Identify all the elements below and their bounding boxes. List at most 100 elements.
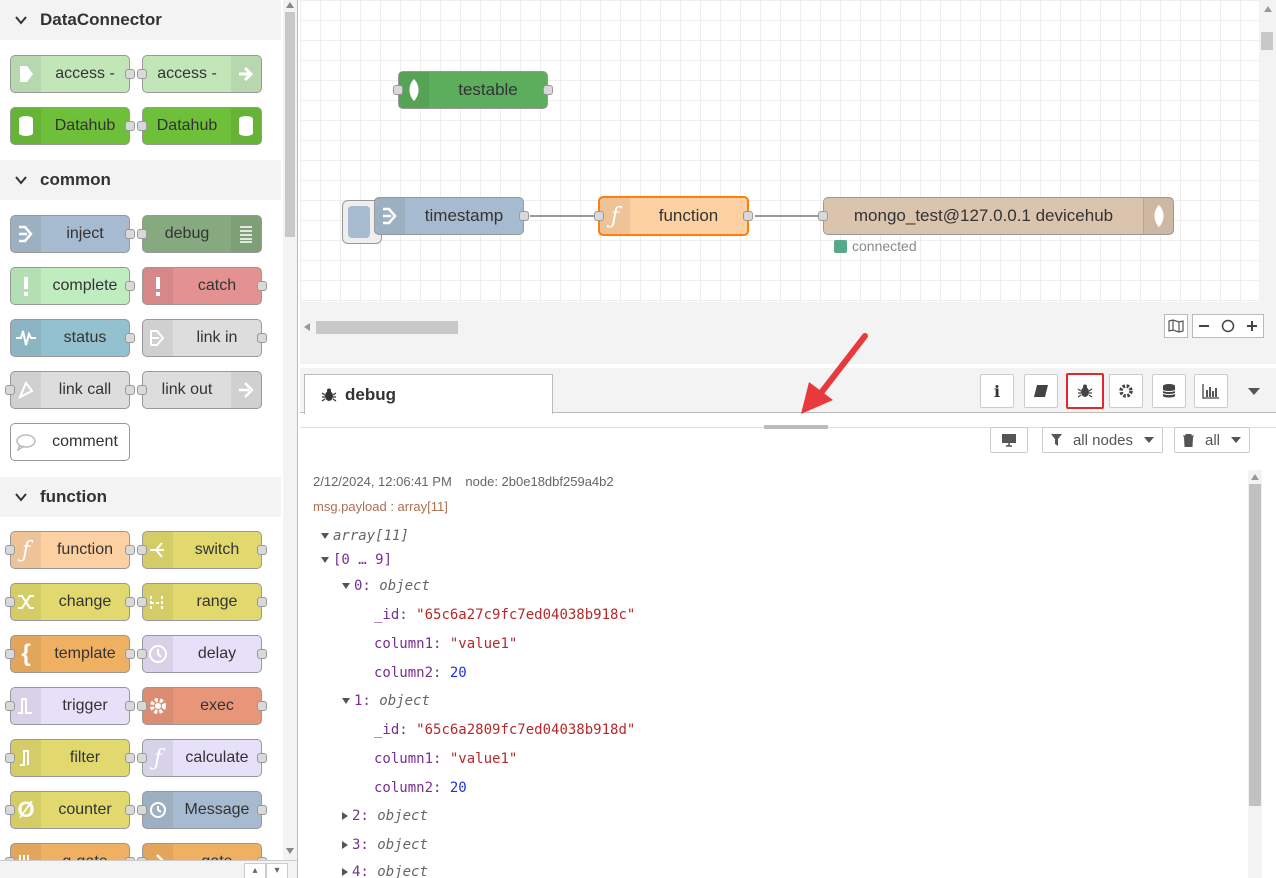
database-icon	[11, 108, 41, 144]
tree-item-2[interactable]: 2: object	[342, 808, 428, 824]
palette-node-link-out[interactable]: link out	[137, 371, 262, 409]
palette-node-calculate[interactable]: ƒ calculate	[137, 739, 267, 777]
tree-root[interactable]: array[11]	[321, 528, 409, 544]
palette-node-exec[interactable]: exec	[137, 687, 267, 725]
range-icon	[143, 584, 173, 620]
workspace-vertical-scrollbar[interactable]	[1259, 0, 1276, 302]
category-header-common[interactable]: common	[0, 160, 281, 200]
context-data-icon[interactable]	[1152, 374, 1186, 408]
palette-node-switch[interactable]: switch	[137, 531, 267, 569]
filter-icon	[1051, 434, 1062, 446]
tree-item-3[interactable]: 3: object	[342, 837, 428, 853]
trigger-icon	[11, 688, 41, 724]
debug-tab-button[interactable]	[1066, 373, 1104, 409]
palette-node-change[interactable]: change	[5, 583, 135, 621]
arrow-in-icon	[11, 56, 41, 92]
tree-prop: _id: "65c6a27c9fc7ed04038b918c"	[374, 607, 636, 623]
flow-node-testable[interactable]: testable	[393, 71, 553, 109]
leaf-icon	[1143, 198, 1173, 234]
palette-node-trigger[interactable]: trigger	[5, 687, 135, 725]
node-status: connected	[834, 238, 917, 254]
info-icon[interactable]: i	[980, 374, 1014, 408]
book-icon[interactable]	[1024, 374, 1058, 408]
palette-scrollbar[interactable]	[283, 0, 297, 878]
chevron-down-icon	[15, 176, 27, 185]
palette-node-debug[interactable]: debug	[137, 215, 262, 253]
zoom-controls	[1192, 314, 1264, 338]
workspace-vscroll-thumb[interactable]	[1261, 32, 1273, 50]
tree-range[interactable]: [0 … 9]	[321, 552, 392, 568]
palette-node-inject[interactable]: inject	[10, 215, 135, 253]
zoom-reset-icon[interactable]	[1221, 319, 1235, 333]
arrow-in-icon	[375, 198, 405, 234]
message-node-link[interactable]: node: 2b0e18dbf259a4b2	[465, 474, 614, 489]
palette-node-message[interactable]: Message	[137, 791, 267, 829]
scroll-up-icon[interactable]	[1264, 6, 1272, 12]
palette-node-datahub-in[interactable]: Datahub	[10, 107, 135, 145]
palette-node-access-out[interactable]: access -	[137, 55, 262, 93]
flow-node-mongo[interactable]: mongo_test@127.0.0.1 devicehub	[818, 197, 1174, 235]
caret-down-icon	[1230, 437, 1241, 443]
database-icon	[231, 108, 261, 144]
function-icon: ƒ	[143, 740, 173, 776]
tree-item-4[interactable]: 4: object	[342, 864, 428, 878]
dashboard-chart-icon[interactable]	[1194, 374, 1228, 408]
palette-node-catch[interactable]: catch	[142, 267, 267, 305]
expand-right-icon	[342, 812, 348, 820]
category-header-dataconnector[interactable]: DataConnector	[0, 0, 281, 40]
expand-right-icon	[342, 868, 348, 876]
palette-node-datahub-out[interactable]: Datahub	[137, 107, 262, 145]
palette-node-access-in[interactable]: access -	[10, 55, 135, 93]
palette-node-filter[interactable]: filter	[5, 739, 135, 777]
flow-node-function[interactable]: ƒ function	[594, 196, 753, 236]
expand-all-icon[interactable]: ▾	[266, 863, 288, 878]
map-icon[interactable]	[1164, 314, 1188, 338]
arrow-in-icon	[11, 216, 41, 252]
workspace-hscroll-thumb[interactable]	[316, 321, 458, 334]
scroll-up-icon[interactable]	[1251, 474, 1259, 480]
wire[interactable]	[530, 215, 598, 217]
scroll-left-icon[interactable]	[304, 323, 310, 331]
zoom-out-icon[interactable]	[1198, 320, 1210, 332]
tree-item-1[interactable]: 1: object	[342, 693, 430, 709]
pulse-icon	[11, 320, 41, 356]
debug-scrollbar[interactable]	[1248, 470, 1262, 878]
timer-icon	[143, 636, 173, 672]
zoom-in-icon[interactable]	[1246, 320, 1258, 332]
palette-node-link-in[interactable]: link in	[142, 319, 267, 357]
clear-dropdown[interactable]: all	[1174, 427, 1250, 453]
scroll-up-icon[interactable]	[286, 2, 294, 8]
palette-node-counter[interactable]: Ø counter	[5, 791, 135, 829]
tab-debug[interactable]: debug	[304, 374, 553, 414]
expand-down-icon	[342, 583, 350, 589]
palette-scroll-thumb[interactable]	[285, 12, 295, 237]
category-header-function[interactable]: function	[0, 477, 281, 517]
filter-dropdown[interactable]: all nodes	[1042, 427, 1163, 453]
caret-down-icon	[1143, 437, 1154, 443]
palette-node-complete[interactable]: complete	[10, 267, 135, 305]
flow-node-timestamp[interactable]: timestamp	[374, 197, 529, 235]
palette-node-comment[interactable]: comment	[10, 423, 130, 461]
arrow-out-icon	[231, 56, 261, 92]
expand-right-icon	[342, 841, 348, 849]
tab-menu-chevron-icon[interactable]	[1248, 388, 1260, 395]
resize-handle[interactable]	[764, 425, 828, 429]
category-label: function	[40, 487, 108, 506]
flow-workspace[interactable]: testable timestamp ƒ function mongo_test…	[300, 0, 1276, 302]
palette-node-link-call[interactable]: link call	[5, 371, 135, 409]
link-in-icon	[143, 320, 173, 356]
wire[interactable]	[755, 215, 823, 217]
panel-resize-bar[interactable]	[300, 418, 1276, 429]
collapse-all-icon[interactable]: ▴	[244, 863, 266, 878]
gear-icon[interactable]	[1109, 374, 1143, 408]
palette-node-status[interactable]: status	[10, 319, 135, 357]
palette-node-template[interactable]: { template	[5, 635, 135, 673]
palette-node-delay[interactable]: delay	[137, 635, 267, 673]
debug-scroll-thumb[interactable]	[1249, 484, 1261, 806]
tree-item-0[interactable]: 0: object	[342, 578, 430, 594]
scroll-down-icon[interactable]	[286, 848, 294, 854]
monitor-icon[interactable]	[990, 427, 1028, 453]
palette-node-function[interactable]: ƒ function	[5, 531, 135, 569]
tree-prop: column1: "value1"	[374, 751, 518, 767]
palette-node-range[interactable]: range	[137, 583, 267, 621]
